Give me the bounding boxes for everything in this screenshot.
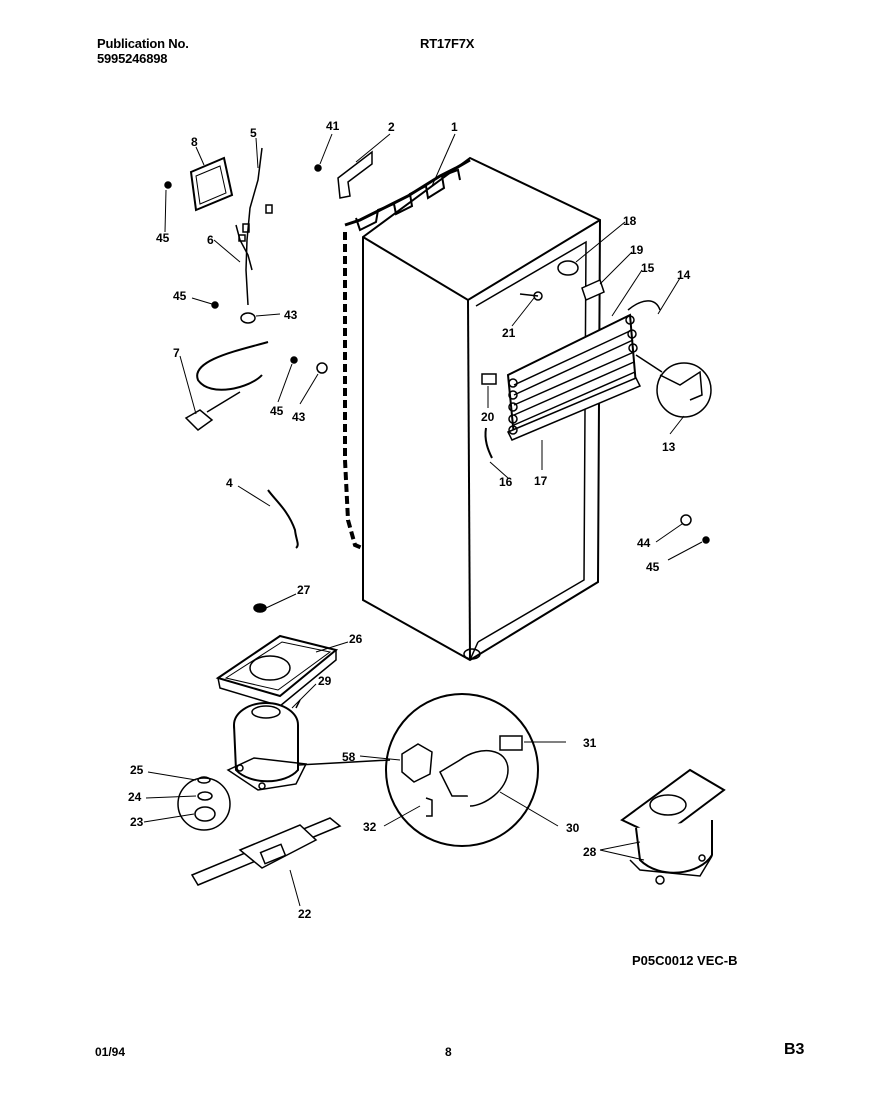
- publication-number: 5995246898: [97, 51, 168, 66]
- diagram-code: P05C0012 VEC-B: [632, 953, 738, 968]
- condenser-coil: [343, 158, 471, 550]
- callout-26: 26: [349, 632, 363, 646]
- callout-22: 22: [298, 907, 312, 921]
- callout-18: 18: [623, 214, 637, 228]
- refrigerator-cabinet: [362, 156, 602, 662]
- callout-45-mid: 45: [173, 289, 187, 303]
- callout-17: 17: [534, 474, 548, 488]
- compressor-alt: [620, 768, 726, 885]
- callout-19: 19: [630, 243, 644, 257]
- cabinet-right-parts: [481, 260, 710, 544]
- callout-7: 7: [173, 346, 180, 360]
- callout-43-upper: 43: [284, 308, 298, 322]
- callout-31: 31: [583, 736, 597, 750]
- callout-41: 41: [326, 119, 340, 133]
- drain-pan: [215, 603, 339, 707]
- callout-5: 5: [250, 126, 257, 140]
- callout-6: 6: [207, 233, 214, 247]
- page-number: 8: [445, 1045, 452, 1059]
- callout-labels: 1 2 4 5 6 7 8 13 14 15 16 17 18 19 20 21…: [128, 119, 691, 921]
- callout-2: 2: [388, 120, 395, 134]
- section-code: B3: [784, 1041, 805, 1058]
- callout-44: 44: [637, 536, 651, 550]
- callout-16: 16: [499, 475, 513, 489]
- callout-20: 20: [481, 410, 495, 424]
- model-number: RT17F7X: [420, 36, 475, 51]
- publication-date: 01/94: [95, 1045, 126, 1059]
- callout-29: 29: [318, 674, 332, 688]
- callout-45-top: 45: [156, 231, 170, 245]
- callout-32: 32: [363, 820, 377, 834]
- callout-21: 21: [502, 326, 516, 340]
- callout-8: 8: [191, 135, 198, 149]
- callout-28: 28: [583, 845, 597, 859]
- callout-1: 1: [451, 120, 458, 134]
- callout-23: 23: [130, 815, 144, 829]
- evaporator-coil: [506, 313, 642, 441]
- callout-30: 30: [566, 821, 580, 835]
- callout-25: 25: [130, 763, 144, 777]
- callout-43-lower: 43: [292, 410, 306, 424]
- callout-58: 58: [342, 750, 356, 764]
- base-rail: [190, 817, 342, 886]
- callout-45-right: 45: [646, 560, 660, 574]
- callout-45-lower: 45: [270, 404, 284, 418]
- relay-detail-circle: [385, 693, 539, 847]
- callout-27: 27: [297, 583, 311, 597]
- callout-14: 14: [677, 268, 691, 282]
- callout-24: 24: [128, 790, 142, 804]
- small-parts-top-left: [164, 147, 373, 549]
- callout-4: 4: [226, 476, 233, 490]
- defrost-heater-detail: [656, 362, 712, 418]
- publication-label: Publication No.: [97, 36, 189, 51]
- leader-lines: [143, 133, 703, 907]
- compressor: [177, 699, 391, 831]
- callout-15: 15: [641, 261, 655, 275]
- callout-13: 13: [662, 440, 676, 454]
